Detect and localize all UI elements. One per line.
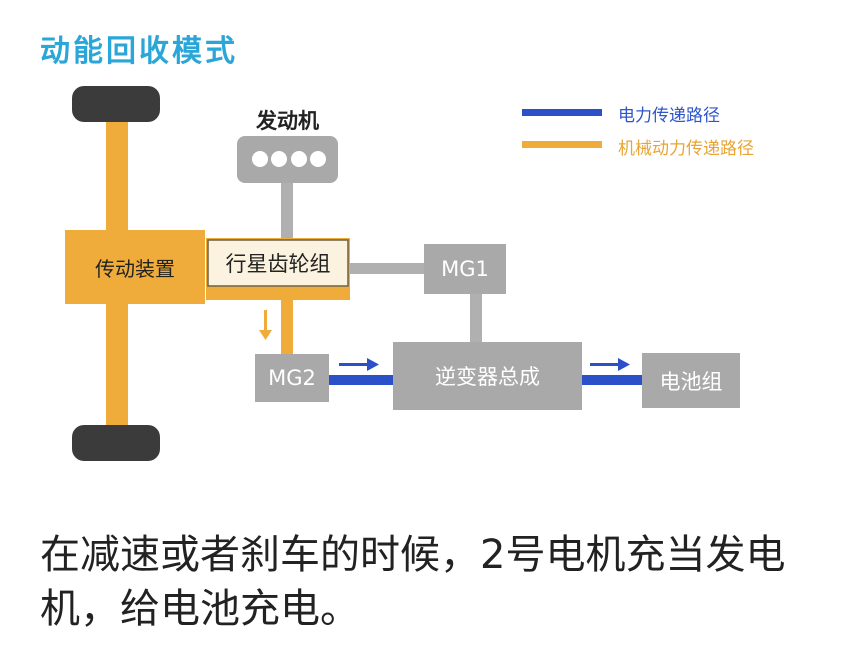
engine-shaft-connector — [281, 182, 293, 238]
page-title: 动能回收模式 — [40, 34, 238, 69]
engine-label: 发动机 — [256, 109, 319, 133]
engine-cylinder — [252, 151, 268, 167]
legend-electric-label: 电力传递路径 — [618, 106, 720, 126]
engine-block — [237, 136, 338, 183]
mechanical-flow-arrow-shaft — [264, 310, 267, 330]
engine-cylinder — [291, 151, 307, 167]
mg1-box — [424, 244, 506, 294]
mg2-box — [255, 354, 329, 402]
mg2-label: MG2 — [268, 366, 316, 390]
inverter-box — [393, 342, 582, 410]
mg2-to-inverter-power-line — [329, 375, 393, 385]
legend-electric-line — [522, 109, 602, 116]
electric-flow-arrow-shaft — [339, 363, 367, 366]
battery-box — [642, 353, 740, 408]
mg1-label: MG1 — [441, 257, 489, 281]
transmission-label: 传动装置 — [95, 256, 175, 281]
electric-flow-arrow-head — [618, 358, 630, 371]
inverter-label: 逆变器总成 — [435, 365, 540, 389]
caption-text: 在减速或者刹车的时候，2号电机充当发电机，给电池充电。 — [40, 532, 786, 632]
engine-cylinder — [310, 151, 326, 167]
electric-flow-arrow-shaft — [590, 363, 618, 366]
planetary-gear-label: 行星齿轮组 — [225, 252, 331, 276]
electric-flow-arrow-head — [367, 358, 379, 371]
mechanical-flow-arrow-head — [259, 330, 272, 340]
mg1-to-inverter-connector — [470, 294, 482, 342]
gear-to-mg2-shaft — [281, 298, 293, 354]
legend-mechanical-label: 机械动力传递路径 — [618, 139, 754, 159]
transmission-box — [65, 230, 205, 304]
engine-cylinder — [271, 151, 287, 167]
gear-to-mg1-connector — [350, 263, 424, 274]
rear-wheel — [72, 425, 160, 461]
planetary-gear-inner — [207, 239, 349, 287]
legend-mechanical-line — [522, 141, 602, 148]
inverter-to-battery-power-line — [582, 375, 642, 385]
front-wheel — [72, 86, 160, 122]
battery-label: 电池组 — [659, 369, 723, 394]
